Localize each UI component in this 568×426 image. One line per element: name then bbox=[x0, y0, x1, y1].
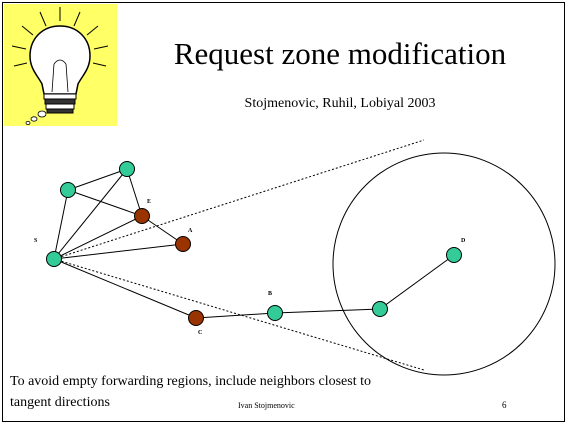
slide-subtitle: Stojmenovic, Ruhil, Lobiyal 2003 bbox=[244, 96, 436, 111]
page-number: 6 bbox=[502, 400, 507, 410]
edge bbox=[53, 189, 69, 260]
edge bbox=[126, 168, 143, 217]
node-c bbox=[188, 310, 204, 326]
caption-line-2: tangent directions bbox=[10, 395, 110, 410]
node-s bbox=[46, 251, 62, 267]
edge bbox=[141, 215, 184, 245]
caption-line-1: To avoid empty forwarding regions, inclu… bbox=[10, 374, 371, 389]
tangent-line-lower bbox=[53, 258, 425, 371]
edge bbox=[379, 254, 455, 310]
slide-caption: To avoid empty forwarding regions, inclu… bbox=[10, 371, 530, 413]
label-c: C bbox=[198, 330, 202, 336]
edge bbox=[53, 258, 197, 319]
lightbulb-icon bbox=[4, 4, 117, 126]
node-top-left bbox=[60, 182, 76, 198]
node-right bbox=[372, 301, 388, 317]
edge bbox=[274, 308, 381, 314]
node-a bbox=[175, 236, 191, 252]
node-b bbox=[267, 305, 283, 321]
label-d: D bbox=[461, 238, 466, 244]
label-b: B bbox=[268, 291, 272, 297]
edge bbox=[67, 189, 143, 217]
tangent-line-upper bbox=[53, 139, 425, 260]
label-a: A bbox=[188, 228, 193, 234]
node-top bbox=[119, 161, 135, 177]
node-e bbox=[134, 208, 150, 224]
node-d bbox=[446, 247, 462, 263]
edge bbox=[195, 312, 276, 319]
label-s: S bbox=[34, 238, 38, 244]
footer-author: Ivan Stojmenovic bbox=[238, 401, 295, 410]
slide-frame bbox=[2, 2, 565, 422]
request-zone-circle bbox=[332, 152, 556, 376]
edge bbox=[67, 168, 128, 191]
edge bbox=[53, 215, 143, 260]
edge bbox=[53, 243, 184, 260]
edge bbox=[53, 168, 128, 260]
label-e: E bbox=[147, 199, 151, 205]
slide-title: Request zone modification bbox=[173, 36, 507, 71]
